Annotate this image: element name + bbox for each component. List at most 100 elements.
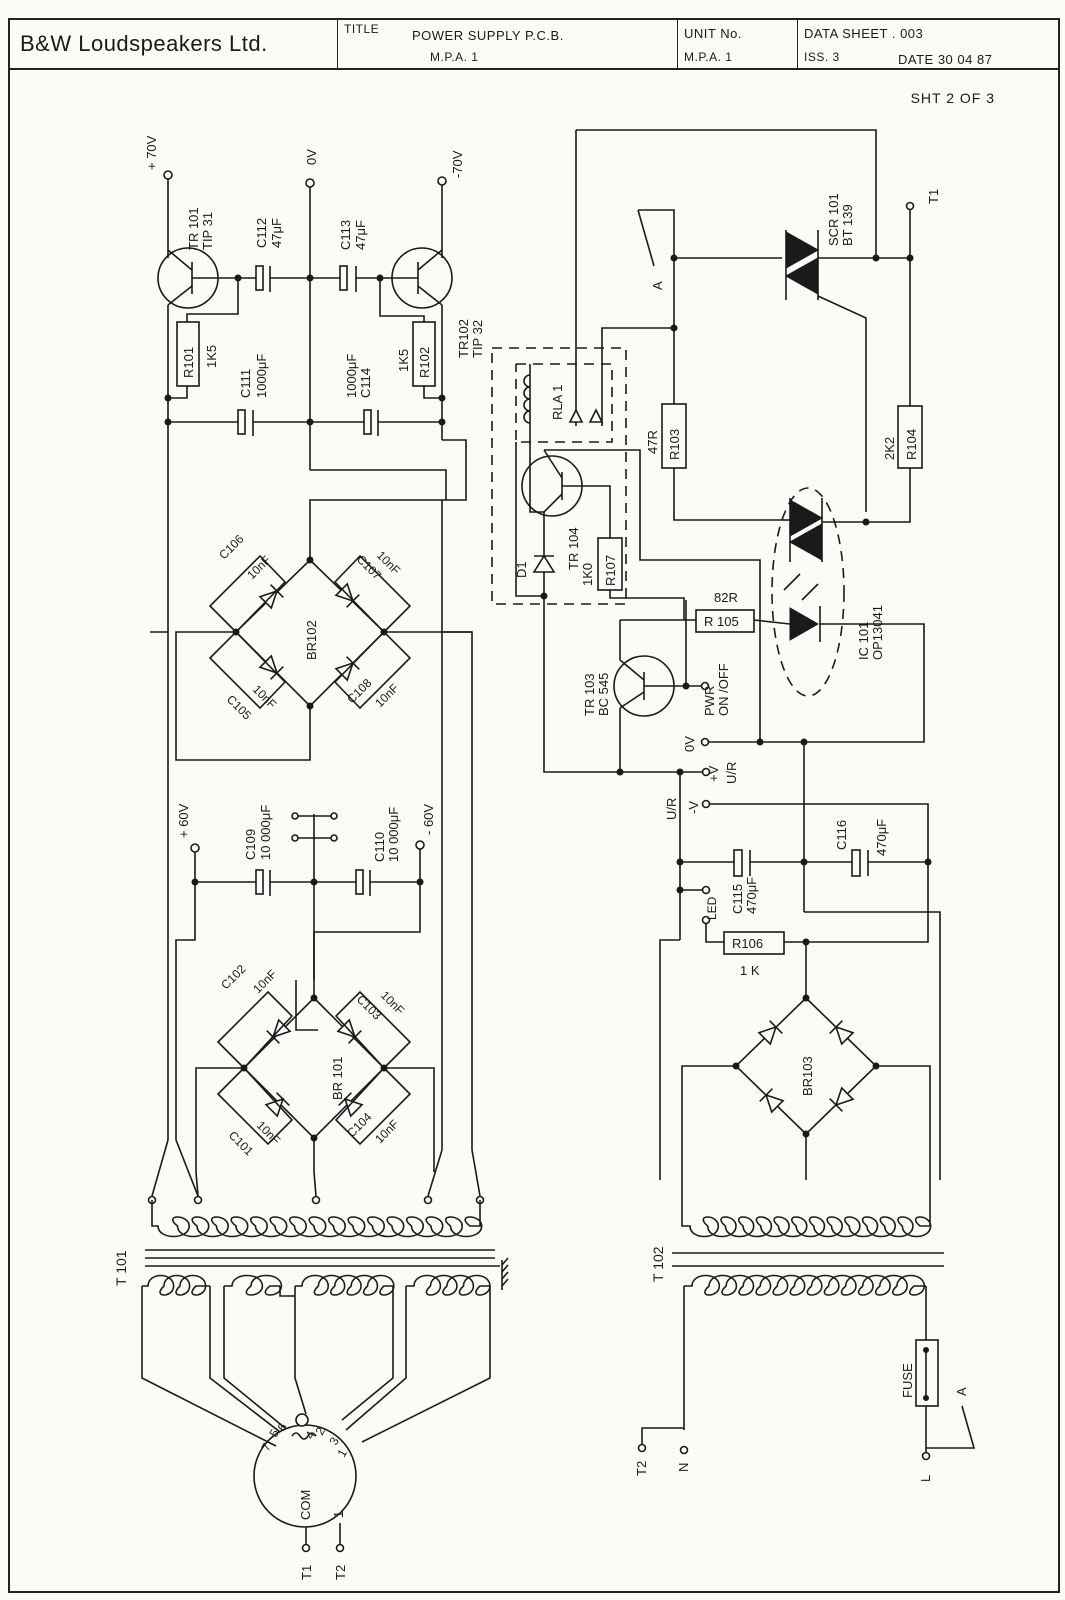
- unit-cell: UNIT No. M.P.A. 1: [678, 20, 798, 68]
- title-line-1: POWER SUPPLY P.C.B.: [412, 28, 564, 43]
- zero-v-terminal[interactable]: 0V: [682, 736, 760, 752]
- transistor-tr103: TR 103 BC 545: [582, 620, 702, 772]
- switch-a-bottom: A: [926, 1387, 976, 1449]
- terminal-minus70v[interactable]: [437, 176, 447, 186]
- label-l: L: [918, 1475, 933, 1482]
- capacitor-c109: C109 10 000μF: [195, 805, 314, 896]
- unit-value: M.P.A. 1: [684, 50, 733, 64]
- capacitor-c111: C111 1000μF: [164, 354, 310, 436]
- pos60-terminal: + 60V: [175, 803, 200, 1140]
- c111-value: 1000μF: [254, 354, 269, 398]
- transistor-tr104: TR 104: [521, 449, 761, 600]
- r101-value: 1K5: [204, 345, 219, 368]
- label-ur-1: U/R: [724, 762, 739, 784]
- terminal-plus60v[interactable]: [190, 843, 200, 853]
- selector-com-label: COM: [298, 1490, 313, 1520]
- transformer-t101: T 101: [113, 1200, 509, 1296]
- terminal-n[interactable]: [679, 1445, 689, 1455]
- c115-ref: C115: [730, 884, 745, 914]
- c104-ref: C104: [344, 1110, 374, 1140]
- resistor-r105: R 105 82R: [620, 590, 925, 743]
- selector-in-label: 1: [331, 1511, 346, 1518]
- terminal-plus70v[interactable]: [163, 170, 173, 180]
- ic101-ref: IC 101: [856, 622, 871, 660]
- label-plus70v: + 70V: [144, 135, 159, 170]
- d1-label: D1: [514, 561, 529, 578]
- label-a-top: A: [650, 281, 665, 290]
- r107-value: 1K0: [580, 563, 595, 586]
- c114-ref: C114: [358, 368, 373, 398]
- title-block: B&W Loudspeakers Ltd. TITLE POWER SUPPLY…: [8, 18, 1060, 70]
- resistor-r102: R102 1K5: [379, 278, 446, 402]
- capacitor-c113: C113 47μF: [310, 220, 380, 292]
- title-label: TITLE: [344, 22, 380, 36]
- sheet-number: SHT 2 OF 3: [910, 90, 995, 106]
- title-cell: TITLE POWER SUPPLY P.C.B. M.P.A. 1: [338, 20, 678, 68]
- c102-value: 10nF: [250, 967, 279, 996]
- voltage-selector[interactable]: 7 5 6 4 2 3 1 COM 1: [141, 1286, 491, 1528]
- pwr-onoff-terminal[interactable]: PWR ON /OFF: [700, 663, 732, 716]
- label-t1-left: T1: [299, 1565, 314, 1580]
- label-0v-top: 0V: [304, 149, 319, 165]
- t101-secondary-taps: [147, 1139, 485, 1205]
- plus-v-terminal[interactable]: +V U/R: [701, 762, 740, 784]
- c109-ref: C109: [243, 829, 258, 860]
- issue-number: ISS. 3: [804, 50, 840, 64]
- sheet-cell: DATA SHEET . 003 ISS. 3 DATE 30 04 87: [798, 20, 1058, 68]
- r101-ref: R101: [181, 347, 196, 378]
- r106-ref: R106: [732, 936, 763, 951]
- relay-rla1: RLA 1: [491, 347, 627, 605]
- c115-value: 470μF: [744, 877, 759, 914]
- terminal-t2-right[interactable]: [637, 1443, 647, 1453]
- r104-ref: R104: [904, 429, 919, 460]
- label-minus70v: -70V: [450, 150, 465, 178]
- terminal-l[interactable]: [921, 1451, 931, 1461]
- switch-a-top: A: [637, 209, 675, 290]
- relay-label: RLA 1: [550, 385, 565, 420]
- c108-value: 10nF: [372, 681, 401, 710]
- c116-value: 470μF: [874, 819, 889, 856]
- neg70-rail: -70V: [437, 150, 465, 258]
- capacitor-c114: 1000μF C114: [310, 354, 446, 436]
- terminal-t1-right[interactable]: [905, 201, 915, 211]
- led-terminals[interactable]: LED: [676, 885, 719, 925]
- c101-ref: C101: [226, 1128, 256, 1158]
- minus-v-terminal[interactable]: -V: [686, 799, 929, 863]
- title-line-2: M.P.A. 1: [430, 50, 479, 64]
- r102-value: 1K5: [396, 349, 411, 372]
- scr101: SCR 101 BT 139: [784, 193, 876, 512]
- terminal-minus60v[interactable]: [415, 840, 425, 850]
- diode-d1: D1: [514, 512, 556, 596]
- label-a-bottom: A: [954, 1387, 969, 1396]
- label-n: N: [676, 1463, 691, 1472]
- terminal-t2-left[interactable]: [335, 1543, 345, 1553]
- data-sheet-number: DATA SHEET . 003: [804, 26, 924, 41]
- c114-value: 1000μF: [344, 354, 359, 398]
- neg60-terminal: - 60V: [313, 804, 436, 998]
- r106-value: 1 K: [740, 963, 760, 978]
- resistor-r101: R101 1K5: [164, 278, 239, 402]
- c102-ref: C102: [218, 962, 248, 992]
- br103-label: BR103: [800, 1056, 815, 1096]
- c112-value: 47μF: [269, 218, 284, 248]
- r105-value: 82R: [714, 590, 738, 605]
- c105-value: 10nF: [250, 682, 279, 711]
- r103-ref: R103: [667, 429, 682, 460]
- label-t2-left: T2: [333, 1565, 348, 1580]
- scr101-part: BT 139: [840, 204, 855, 246]
- resistor-r103: R103 47R: [645, 403, 782, 521]
- resistor-r106: R106 1 K: [705, 924, 810, 978]
- capacitor-c112: C112 47μF: [238, 218, 310, 292]
- bridge-br102: BR102 C106 10nF C107 10nF C105 10nF C108…: [208, 532, 412, 723]
- terminal-0v[interactable]: [305, 178, 315, 188]
- ground-icon: [501, 1257, 509, 1290]
- pos70-rail: + 70V: [144, 135, 173, 258]
- label-minus60v: - 60V: [421, 804, 436, 835]
- resistor-r107: R107 1K0: [580, 537, 685, 620]
- selector-pos-3: 3: [326, 1434, 342, 1447]
- r103-value: 47R: [645, 430, 660, 454]
- drawing-frame: [8, 68, 1060, 1593]
- t102-label: T 102: [650, 1246, 666, 1282]
- terminal-t1-left[interactable]: [301, 1543, 311, 1553]
